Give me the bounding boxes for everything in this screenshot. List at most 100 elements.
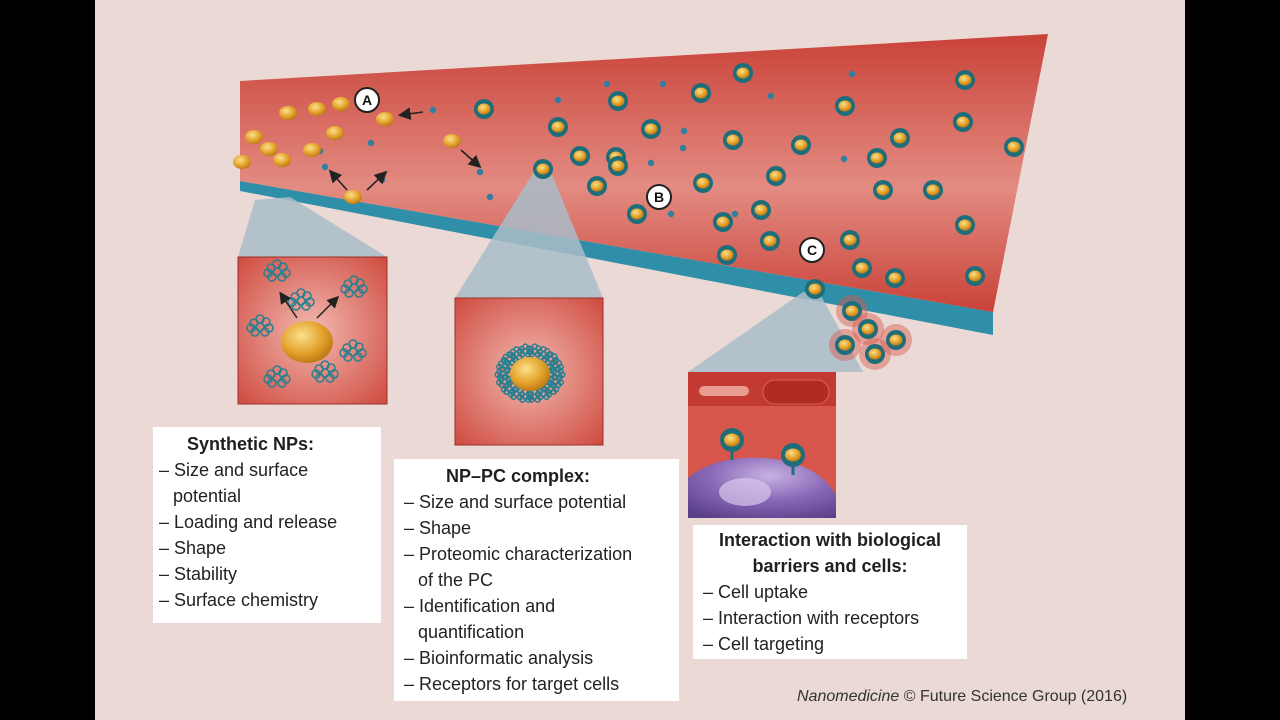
panel-synthetic-title: Synthetic NPs: [187,434,315,454]
zoom-box-complex-content [494,343,566,403]
marker-b: B [646,184,672,210]
protein-loop [536,394,544,401]
protein-loop [559,371,566,378]
np-core [958,74,972,86]
protein-loop [311,369,321,379]
coated-np [923,180,943,200]
protein-cluster [311,360,339,383]
zoom-box-synthetic-content [246,259,368,388]
bare-np [326,126,344,140]
np-core [868,348,882,360]
protein-dot [603,80,611,88]
np-core [968,270,982,282]
extravasated-np [836,295,868,327]
protein-dot [429,106,437,114]
protein-loop [522,343,529,350]
protein-loop [506,379,514,386]
protein-dot [554,96,562,104]
coated-np [867,148,887,168]
coated-np [965,266,985,286]
np-core [926,184,940,196]
np-core [876,184,890,196]
protein-loop [339,348,349,358]
np-core [644,123,658,135]
bare-np [308,102,326,116]
coated-np [766,166,786,186]
np-core [889,334,903,346]
bare-nanoparticles [233,97,461,204]
coated-np [608,156,628,176]
zoom-box-interaction-content [720,428,805,475]
protein-loop [281,268,291,278]
protein-loop [527,394,534,401]
panel-complex-item: quantification [418,622,525,642]
figure: A B C Synthetic NPs: – Size and surface … [95,0,1185,720]
credit-rest: © Future Science Group (2016) [899,688,1128,705]
coated-np [805,279,825,299]
panel-complex-item: – Proteomic characterization [404,544,633,564]
np-core [861,323,875,335]
protein-dot [647,159,655,167]
extravasated-np [852,313,884,345]
zoom-cone-b [455,170,603,298]
marker-a: A [354,87,380,113]
protein-loop [518,391,526,398]
protein-loop [263,268,273,278]
blood-vessel-illustration [233,34,1048,518]
protein-loop [305,297,315,307]
marker-c: C [799,237,825,263]
protein-dot [679,144,687,152]
protein-loop [547,380,554,388]
panel-complex-item: – Identification and [404,596,556,616]
protein-loop [264,323,274,333]
protein-loop [552,386,560,393]
bare-np [332,97,350,111]
protein-loop [557,363,564,370]
panel-interaction-item: – Cell uptake [703,582,809,602]
zoom-cone-a [238,197,387,257]
np-core [763,235,777,247]
protein-dot [767,92,775,100]
panel-synthetic-item: – Shape [159,538,227,558]
credit-journal: Nanomedicine [797,688,900,705]
protein-dot [659,80,667,88]
np-core [1007,141,1021,153]
panel-complex-item: – Shape [404,518,472,538]
extravasated-np [880,324,912,356]
bare-np [245,130,263,144]
bare-np [260,142,278,156]
protein-loop [329,369,339,379]
np-core [630,208,644,220]
np-core [855,262,869,274]
panel-synthetic-item: – Size and surface [159,460,309,480]
coated-np [781,443,805,475]
zoom-box-interaction [688,372,836,518]
np-core [726,134,740,146]
bare-np [233,155,251,169]
protein-loop [542,356,549,363]
protein-loop [496,379,503,386]
protein-dot [667,210,675,218]
protein-cluster [546,358,564,373]
np-core [838,339,852,351]
protein-loop [552,373,559,381]
coated-np [474,99,494,119]
coated-np [587,176,607,196]
protein-dot [476,168,484,176]
protein-loop [494,371,501,378]
protein-loop [320,360,330,370]
protein-cluster [340,275,368,298]
np-core [573,150,587,162]
protein-loop [272,259,282,269]
bare-np [376,112,394,126]
coated-np [627,204,647,224]
extravasated-np [859,338,891,370]
protein-dot [840,155,848,163]
coated-np [717,245,737,265]
panel-interaction: Interaction with biological barriers and… [693,525,967,659]
np-core [551,121,565,133]
protein-loop [511,386,518,393]
np-core [769,170,783,182]
panel-synthetic-item: – Loading and release [159,512,338,532]
np-core [843,234,857,246]
